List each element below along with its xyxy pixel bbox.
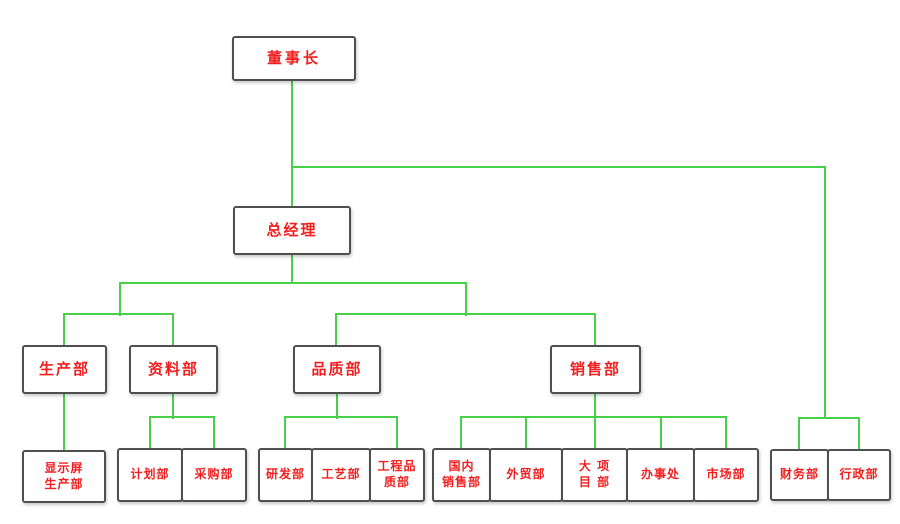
org-node-general-manager-label: 总经理 [266, 220, 318, 239]
org-node-process-label: 工艺部 [321, 467, 361, 482]
org-node-planning-label: 计划部 [130, 467, 170, 482]
org-node-quality: 品质部 [293, 345, 381, 394]
org-node-process: 工艺部 [311, 448, 371, 502]
org-node-display-production: 显示屏 生产部 [22, 450, 106, 503]
org-node-foreign-trade-label: 外贸部 [506, 467, 546, 482]
org-node-office: 办事处 [626, 448, 695, 502]
org-node-engineering-quality: 工程品 质部 [369, 448, 425, 502]
org-node-general-manager: 总经理 [233, 206, 351, 255]
org-node-quality-label: 品质部 [311, 359, 363, 378]
org-node-foreign-trade: 外贸部 [489, 448, 563, 502]
org-node-finance: 财务部 [770, 449, 829, 501]
org-node-office-label: 办事处 [640, 467, 680, 482]
org-node-major-projects-label: 大 项 目 部 [578, 459, 611, 489]
connector-gm-spread [119, 282, 467, 316]
org-node-purchasing: 采购部 [181, 448, 247, 502]
org-node-marketing: 市场部 [693, 448, 759, 502]
org-node-production: 生产部 [22, 345, 107, 394]
connector-finance-admin-group [798, 417, 860, 450]
connector-quality-children [284, 393, 398, 450]
connector-right-group [335, 313, 596, 346]
org-node-data-dept-label: 资料部 [147, 359, 199, 378]
org-node-major-projects: 大 项 目 部 [561, 448, 628, 502]
org-node-display-production-label: 显示屏 生产部 [44, 460, 84, 491]
org-node-domestic-sales: 国内 销售部 [432, 448, 491, 502]
connector-data-dept-children [149, 393, 215, 450]
org-node-chairman-label: 董事长 [266, 48, 321, 67]
connector-sales-children [460, 393, 727, 450]
connector-chairman-to-right-branch [292, 166, 826, 418]
org-node-rnd: 研发部 [258, 448, 313, 502]
org-node-planning: 计划部 [117, 448, 183, 502]
org-node-sales-label: 销售部 [569, 359, 621, 378]
org-node-purchasing-label: 采购部 [194, 467, 234, 482]
org-node-marketing-label: 市场部 [706, 467, 746, 482]
org-node-rnd-label: 研发部 [265, 467, 305, 482]
org-node-production-label: 生产部 [38, 359, 90, 378]
org-node-admin-label: 行政部 [839, 467, 879, 482]
org-node-engineering-quality-label: 工程品 质部 [377, 459, 417, 489]
org-node-sales: 销售部 [550, 345, 641, 394]
org-node-data-dept: 资料部 [129, 345, 218, 394]
connector-left-group [63, 313, 174, 346]
org-node-domestic-sales-label: 国内 销售部 [441, 459, 481, 489]
org-node-admin: 行政部 [827, 449, 891, 501]
org-node-finance-label: 财务部 [779, 467, 819, 482]
org-node-chairman: 董事长 [232, 36, 356, 81]
